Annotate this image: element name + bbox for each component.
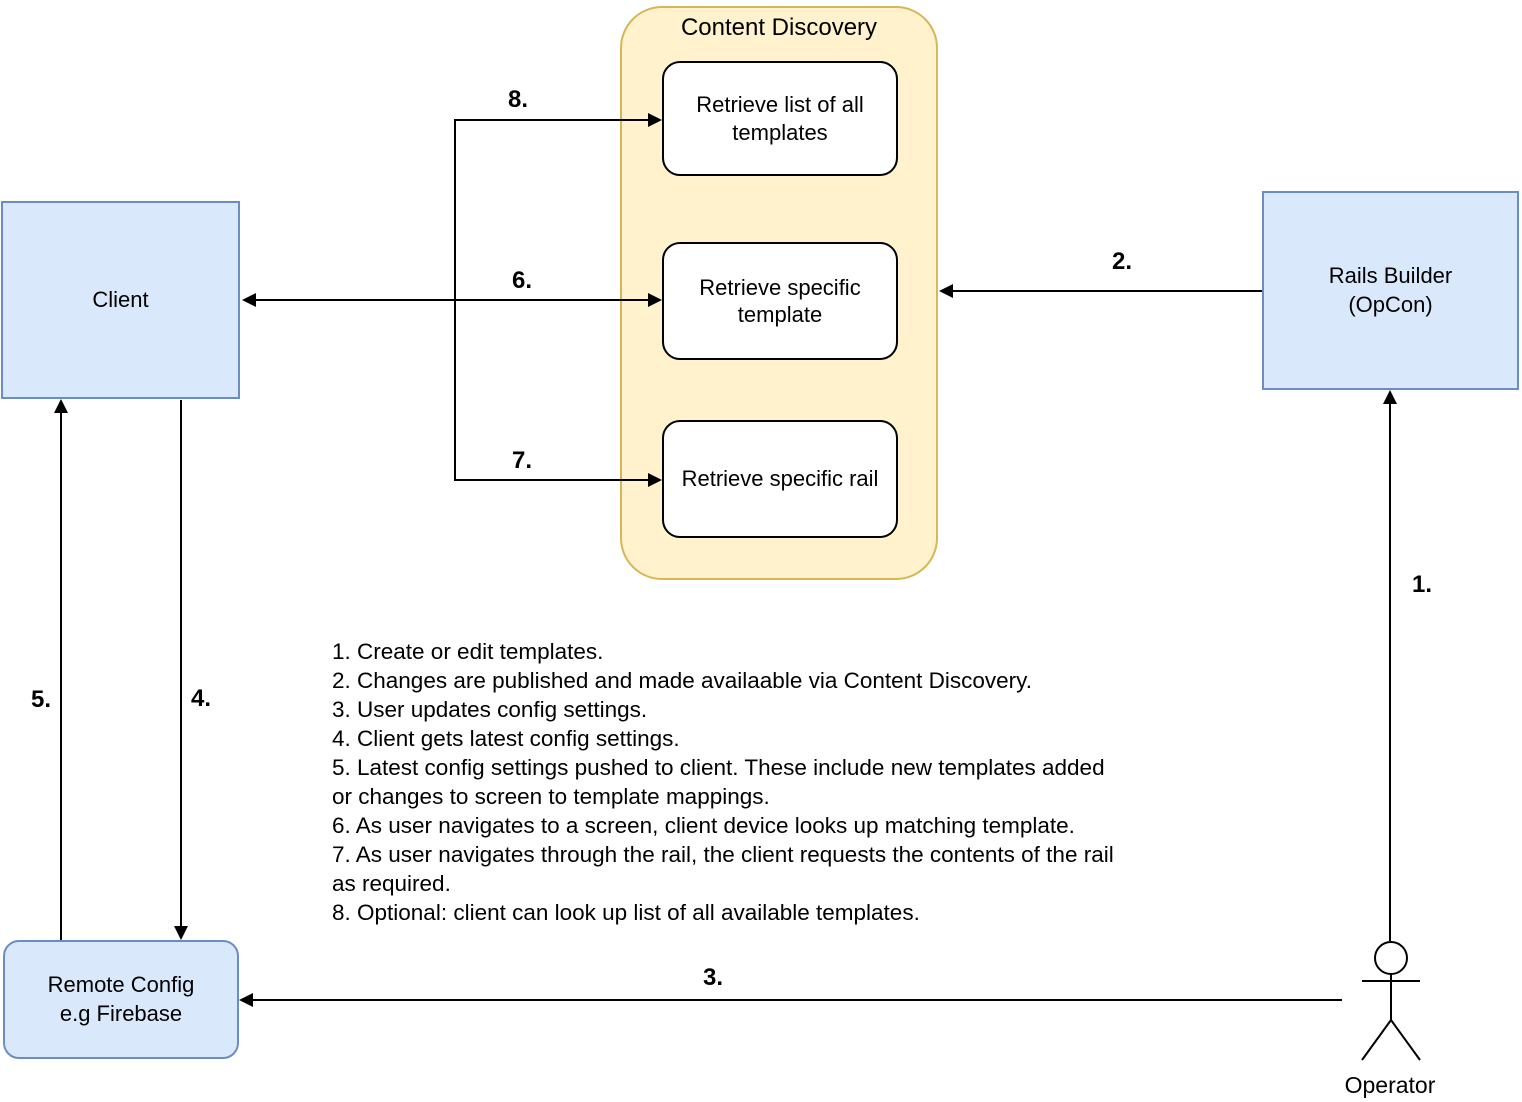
arrow-1-head-icon (1383, 390, 1397, 404)
note-line-5b: or changes to screen to template mapping… (332, 784, 770, 809)
arrow-3-head-icon (239, 993, 253, 1007)
retrieve-list-of-templates-box: Retrieve list of all templates (662, 61, 898, 176)
note-line-3: 3. User updates config settings. (332, 697, 648, 722)
rails-builder-node: Rails Builder (OpCon) (1262, 191, 1519, 390)
arrow-2-line (953, 290, 1262, 292)
arrow-3-line (253, 999, 1342, 1001)
operator-stick-figure-icon (1361, 941, 1421, 1061)
note-line-7a: 7. As user navigates through the rail, t… (332, 842, 1114, 867)
note-line-1: 1. Create or edit templates. (332, 639, 604, 664)
edge-label-1: 1. (1408, 571, 1436, 599)
note-line-6: 6. As user navigates to a screen, client… (332, 813, 1075, 838)
content-discovery-title: Content Discovery (680, 14, 878, 41)
arrow-5-head-icon (54, 399, 68, 413)
edge-label-5: 5. (27, 686, 55, 714)
edge-label-4: 4. (187, 685, 215, 713)
client-node: Client (1, 201, 240, 399)
edge-label-2: 2. (1108, 248, 1136, 276)
note-line-2: 2. Changes are published and made availa… (332, 668, 1033, 693)
retrieve-specific-template-box: Retrieve specific template (662, 242, 898, 360)
edge-label-8: 8. (504, 86, 532, 114)
note-line-8: 8. Optional: client can look up list of … (332, 900, 920, 925)
note-line-5a: 5. Latest config settings pushed to clie… (332, 755, 1105, 780)
remote-config-node: Remote Config e.g Firebase (3, 940, 239, 1059)
notes-list: 1. Create or edit templates. 2. Changes … (332, 637, 1114, 927)
arrow-8-head-icon (648, 113, 662, 127)
arrow-5-line (60, 412, 62, 940)
arrow-6-line (256, 299, 650, 301)
note-line-4: 4. Client gets latest config settings. (332, 726, 680, 751)
arrow-4-line (180, 400, 182, 928)
arrow-1-line (1389, 403, 1391, 941)
retrieve-specific-rail-box: Retrieve specific rail (662, 420, 898, 538)
arrow-6-head-right-icon (648, 293, 662, 307)
note-line-7b: as required. (332, 871, 451, 896)
edge-label-7: 7. (508, 447, 536, 475)
arrow-7-head-icon (648, 473, 662, 487)
edge-label-6: 6. (508, 267, 536, 295)
edge-label-3: 3. (699, 964, 727, 992)
arrow-7-line (454, 479, 650, 481)
arrow-2-head-icon (939, 284, 953, 298)
arrow-6-head-left-icon (242, 293, 256, 307)
arrow-8-line (454, 119, 650, 121)
operator-label: Operator (1344, 1072, 1436, 1098)
arrow-4-head-icon (174, 926, 188, 940)
